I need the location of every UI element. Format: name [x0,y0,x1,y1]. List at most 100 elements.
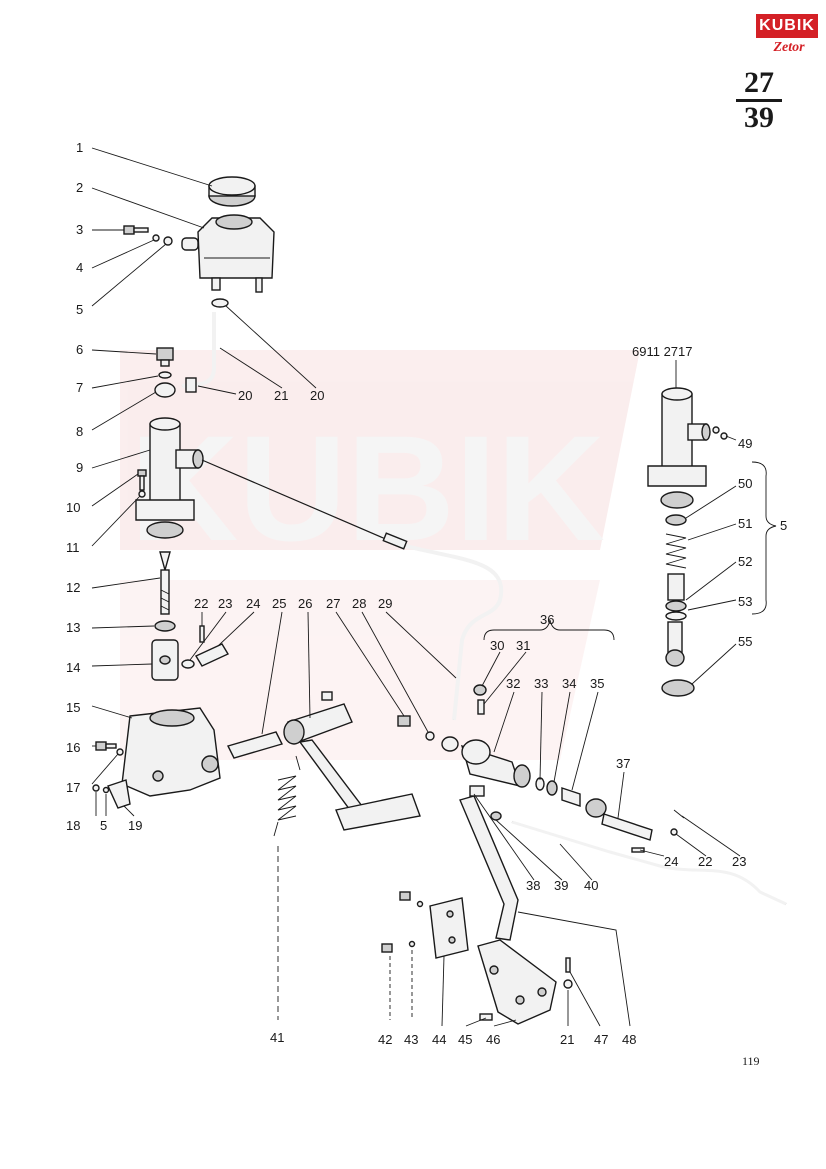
pedal-bracket-pivot [201,755,219,773]
leader-39 [495,819,563,881]
bolt-18 [92,784,100,792]
pushrod [154,551,176,632]
leader-52 [685,561,737,601]
leader-44 [441,955,445,1027]
bleeder-cap-30 [473,684,487,696]
bracket-46 [477,939,557,1025]
slave-cylinder-end [513,764,531,788]
callout-18: 18 [66,818,80,833]
bracket-46-hole-3 [537,987,547,997]
callout-26: 26 [298,596,312,611]
callout-5-kit: 5 [780,518,787,533]
plug-6 [156,347,174,361]
clevis-pin-24 [194,643,230,667]
reservoir-neck [215,214,253,230]
hose-clip-lower [185,377,197,393]
plug-6-thread [160,359,170,367]
bracket-44 [429,897,469,959]
split-pin-47 [565,957,571,973]
leader-53 [687,599,737,611]
callout-55: 55 [738,634,752,649]
feed-hose [181,298,229,393]
leader-1 [91,147,213,187]
bracket-fasteners [92,741,131,809]
mounting-bracket-44 [381,891,469,1020]
reservoir-body [197,217,275,279]
cylinder-housing-boot [660,491,694,509]
callout-3: 3 [76,222,83,237]
callout-31: 31 [516,638,530,653]
callout-38: 38 [526,878,540,893]
leader-19 [123,805,135,817]
piston-52 [667,573,685,601]
watermark-text: KUBIK [130,404,605,572]
washer-22-right [670,828,678,836]
leader-21a [219,347,283,389]
leader-26 [307,611,311,719]
leader-8 [91,391,157,431]
callout-21-top: 21 [274,388,288,403]
callout-17: 17 [66,780,80,795]
bushing-38 [469,785,485,797]
seal-34 [546,780,558,796]
callout-2: 2 [76,180,83,195]
callout-1: 1 [76,140,83,155]
fitting-49-ring-1 [712,426,720,434]
callout-27: 27 [326,596,340,611]
release-lever [459,785,519,941]
mounting-bracket-46 [477,939,573,1025]
clutch-pedal [283,691,421,831]
leader-49 [725,435,737,441]
callout-10: 10 [66,500,80,515]
callout-33: 33 [534,676,548,691]
hose-fill [181,312,216,388]
leader-5 [91,243,167,307]
callout-9: 9 [76,460,83,475]
bolt-10 [137,469,147,477]
boot-37 [585,798,607,818]
callout-25: 25 [272,596,286,611]
watermark: KUBIK [120,350,640,760]
leader-28 [361,611,429,733]
part-code: 6911 2717 [632,344,693,359]
leader-30 [481,651,501,687]
callout-23-left: 23 [218,596,232,611]
leader-45 [465,1017,487,1027]
pushrod-thread [160,589,170,611]
callout-41: 41 [270,1030,284,1045]
banjo-8 [154,382,176,398]
hydraulic-line [201,459,504,721]
leader-11 [91,495,141,547]
callout-49: 49 [738,436,752,451]
leader-9 [91,449,151,469]
brand-sub: Zetor [773,40,805,55]
pedal-shaft-25 [226,731,284,759]
callout-8: 8 [76,424,83,439]
cylinder-housing-port-face [701,423,711,441]
callout-53: 53 [738,594,752,609]
washer-4 [152,234,160,242]
leader-2 [91,187,205,229]
leader-17 [91,753,119,785]
callout-52: 52 [738,554,752,569]
bolt-27 [397,715,411,727]
callout-24-right: 24 [664,854,678,869]
kit-brace-5 [751,461,777,615]
callout-39: 39 [554,878,568,893]
leader-23a [189,611,227,661]
leader-51 [687,523,737,541]
leader-22b [675,833,707,857]
master-cylinder-port-face [192,449,204,469]
leader-lines [91,147,741,1027]
boot-55 [661,679,695,697]
leader-31 [483,651,527,705]
washer-11 [138,490,146,498]
pedal-bracket-bore [149,709,195,727]
master-cylinder-top [154,347,176,398]
slave-cylinder-head [461,739,491,765]
callout-47: 47 [594,1032,608,1047]
slave-pushrod [585,798,685,853]
washer-5 [163,236,173,246]
clevis-hole [159,655,171,665]
